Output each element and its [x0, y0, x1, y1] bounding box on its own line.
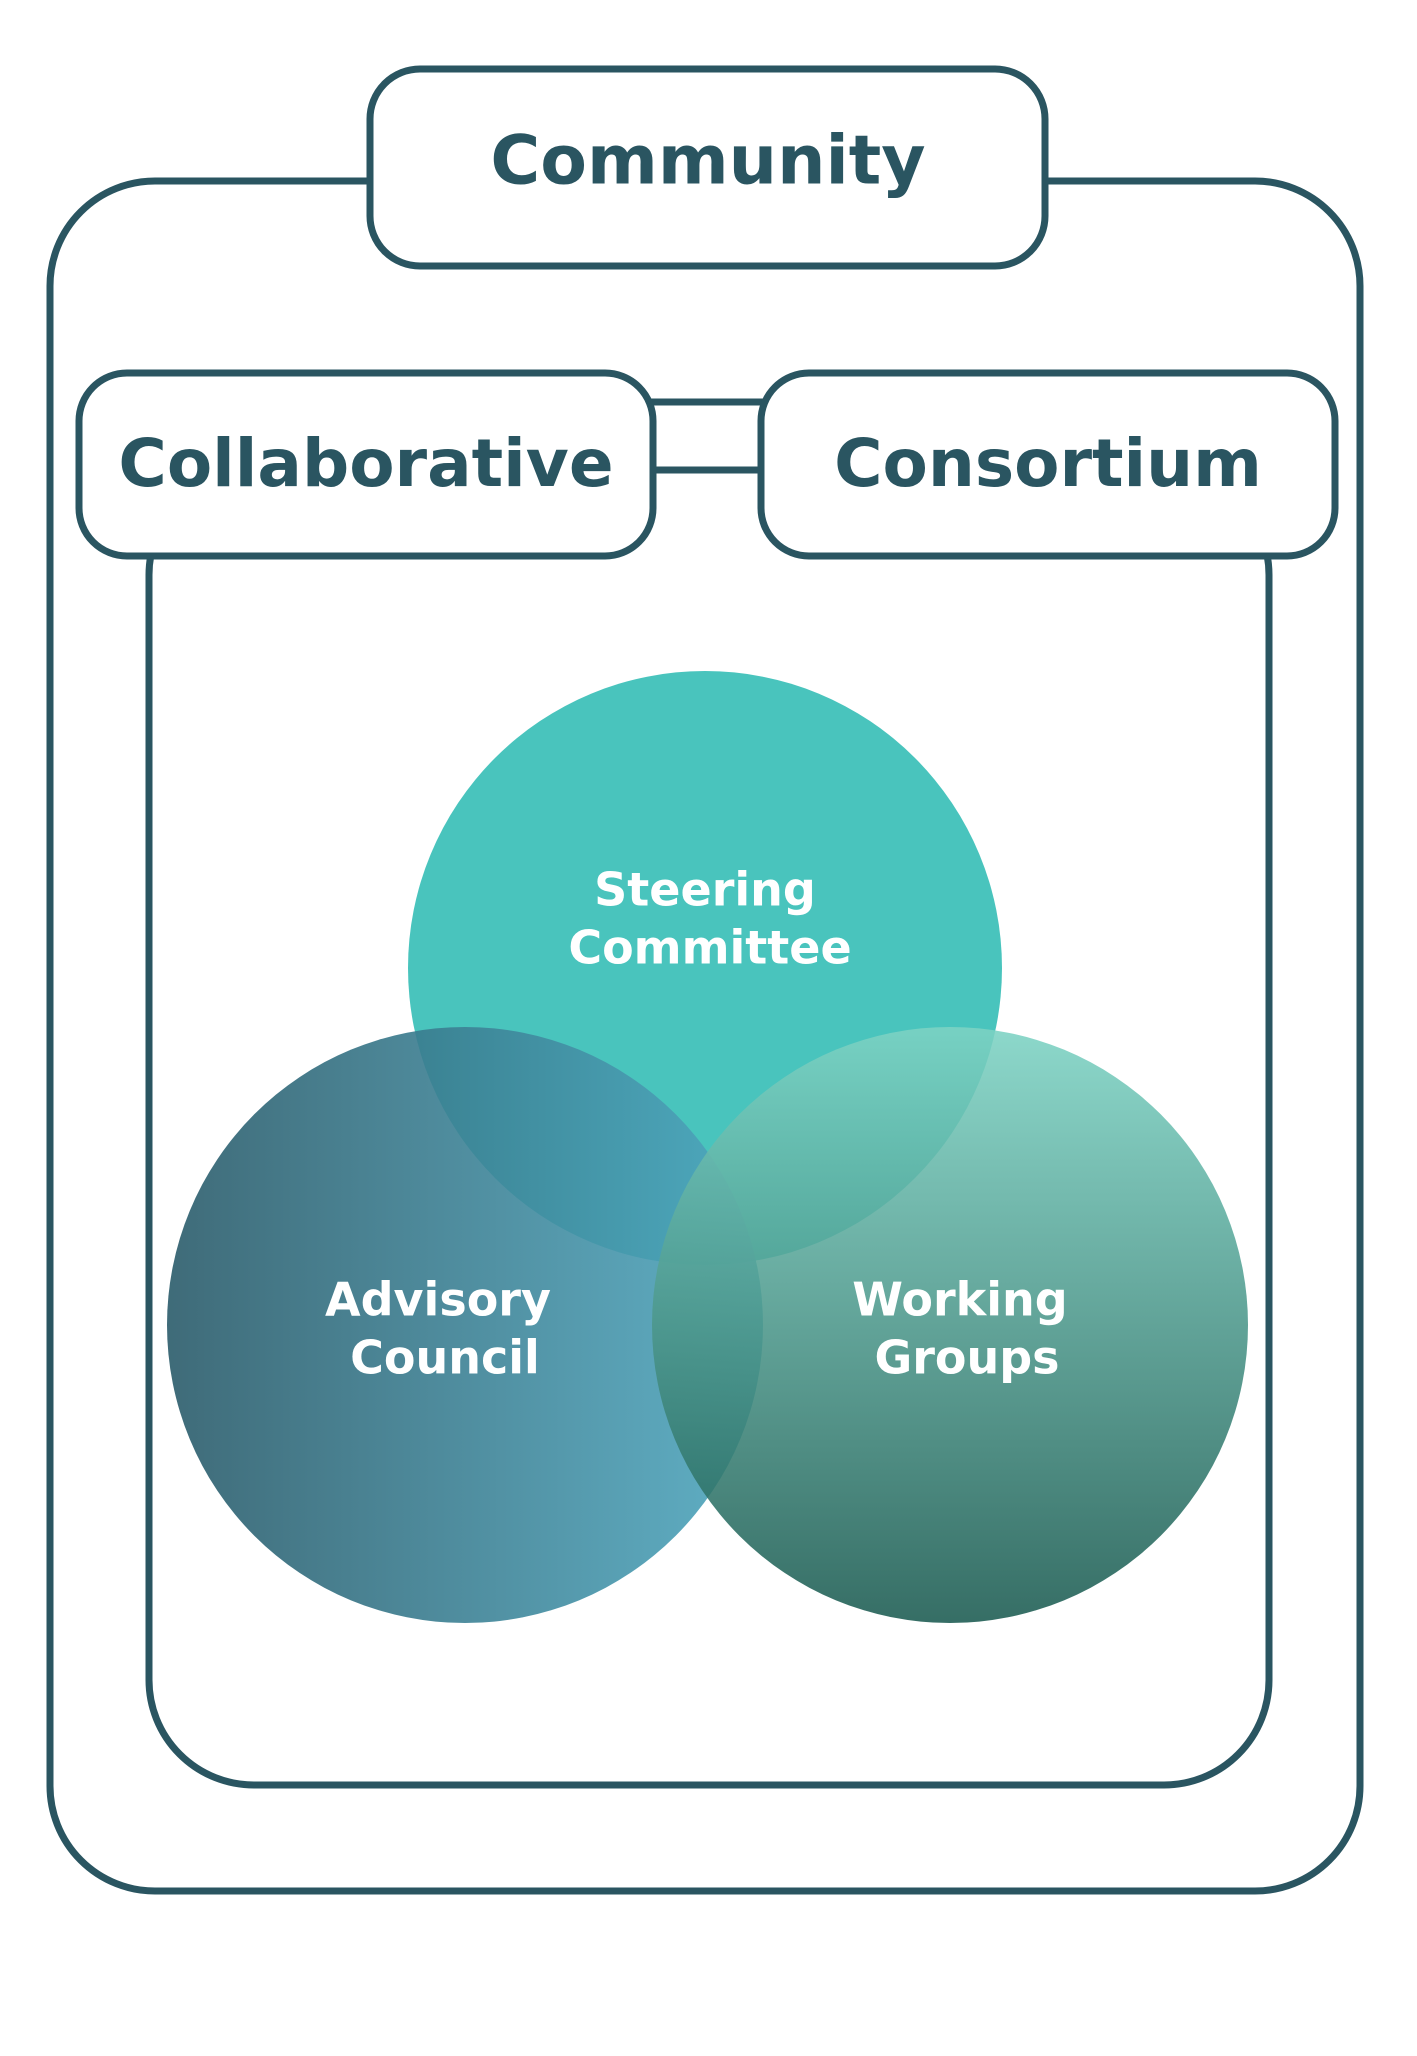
working-label-line1: Working: [852, 1273, 1067, 1327]
collaborative-label: Collaborative: [118, 425, 613, 502]
consortium-label: Consortium: [834, 425, 1262, 502]
consortium-box: Consortium: [757, 369, 1339, 560]
community-box: Community: [366, 65, 1049, 270]
working-groups-circle: [652, 1027, 1248, 1623]
advisory-council-circle: [167, 1027, 763, 1623]
community-label: Community: [490, 122, 925, 201]
advisory-label-line1: Advisory: [325, 1273, 551, 1327]
collaborative-box: Collaborative: [75, 369, 657, 560]
advisory-label-line2: Council: [350, 1331, 540, 1385]
steering-label-line2: Committee: [568, 921, 851, 975]
collaborative-frame: [145, 466, 1273, 1789]
steering-label-line1: Steering: [594, 863, 816, 917]
working-label-line2: Groups: [874, 1331, 1059, 1385]
